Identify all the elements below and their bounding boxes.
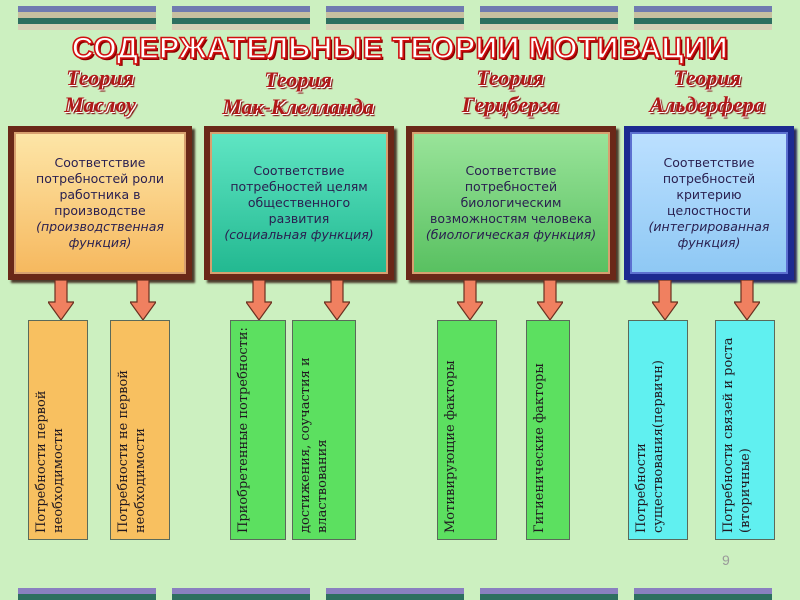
need-column: Потребности не первой необходимости <box>110 320 170 540</box>
theory-title-line1: Теория <box>476 65 544 90</box>
page-number: 9 <box>722 552 730 568</box>
theory-title-line1: Теория <box>264 67 332 92</box>
theory-title-line2: Маслоу <box>64 92 136 117</box>
function-box-text: Соответствие потребностей биологическим … <box>430 163 592 226</box>
theory-title-line1: Теория <box>66 65 134 90</box>
top-decorative-stripe <box>0 6 800 36</box>
theory-title-line2: Альдерфера <box>649 92 765 117</box>
down-arrow-icon <box>537 280 563 320</box>
need-column: Потребности первой необходимости <box>28 320 88 540</box>
function-box-mcclelland: Соответствие потребностей целям обществе… <box>204 126 394 280</box>
down-arrow-icon <box>734 280 760 320</box>
down-arrow-icon <box>324 280 350 320</box>
theory-title-line2: Мак-Клелланда <box>222 94 374 119</box>
function-box-function: (интегрированная функция) <box>648 219 770 250</box>
function-box-text: Соответствие потребностей целям обществе… <box>230 163 368 226</box>
down-arrow-icon <box>457 280 483 320</box>
function-box-function: (биологическая функция) <box>425 227 597 242</box>
function-box-alderfer: Соответствие потребностей критерию целос… <box>624 126 794 280</box>
function-box-text: Соответствие потребностей роли работника… <box>36 155 164 218</box>
theory-title-mcclelland: Теория Мак-Клелланда <box>208 66 388 120</box>
down-arrow-icon <box>652 280 678 320</box>
need-column: Гигиенические факторы <box>526 320 570 540</box>
theory-title-line1: Теория <box>673 65 741 90</box>
theory-title-line2: Герцберга <box>461 92 559 117</box>
need-column: Приобретенные потребности: <box>230 320 286 540</box>
need-column: достижения, соучастия и властвования <box>292 320 356 540</box>
theory-title-herzberg: Теория Герцберга <box>435 64 585 118</box>
need-column: Мотивирующие факторы <box>437 320 497 540</box>
down-arrow-icon <box>48 280 74 320</box>
down-arrow-icon <box>246 280 272 320</box>
function-box-function: (производственная функция) <box>36 219 164 250</box>
need-column: Потребности существования(первичн) <box>628 320 688 540</box>
theory-title-alderfer: Теория Альдерфера <box>632 64 782 118</box>
function-box-function: (социальная функция) <box>224 227 374 242</box>
bottom-decorative-stripe <box>0 588 800 600</box>
function-box-herzberg: Соответствие потребностей биологическим … <box>406 126 616 280</box>
theory-title-maslow: Теория Маслоу <box>30 64 170 118</box>
function-box-text: Соответствие потребностей критерию целос… <box>662 155 756 218</box>
need-column: Потребности связей и роста (вторичные) <box>715 320 775 540</box>
down-arrow-icon <box>130 280 156 320</box>
slide-title: СОДЕРЖАТЕЛЬНЫЕ ТЕОРИИ МОТИВАЦИИ <box>71 31 729 66</box>
function-box-maslow: Соответствие потребностей роли работника… <box>8 126 192 280</box>
